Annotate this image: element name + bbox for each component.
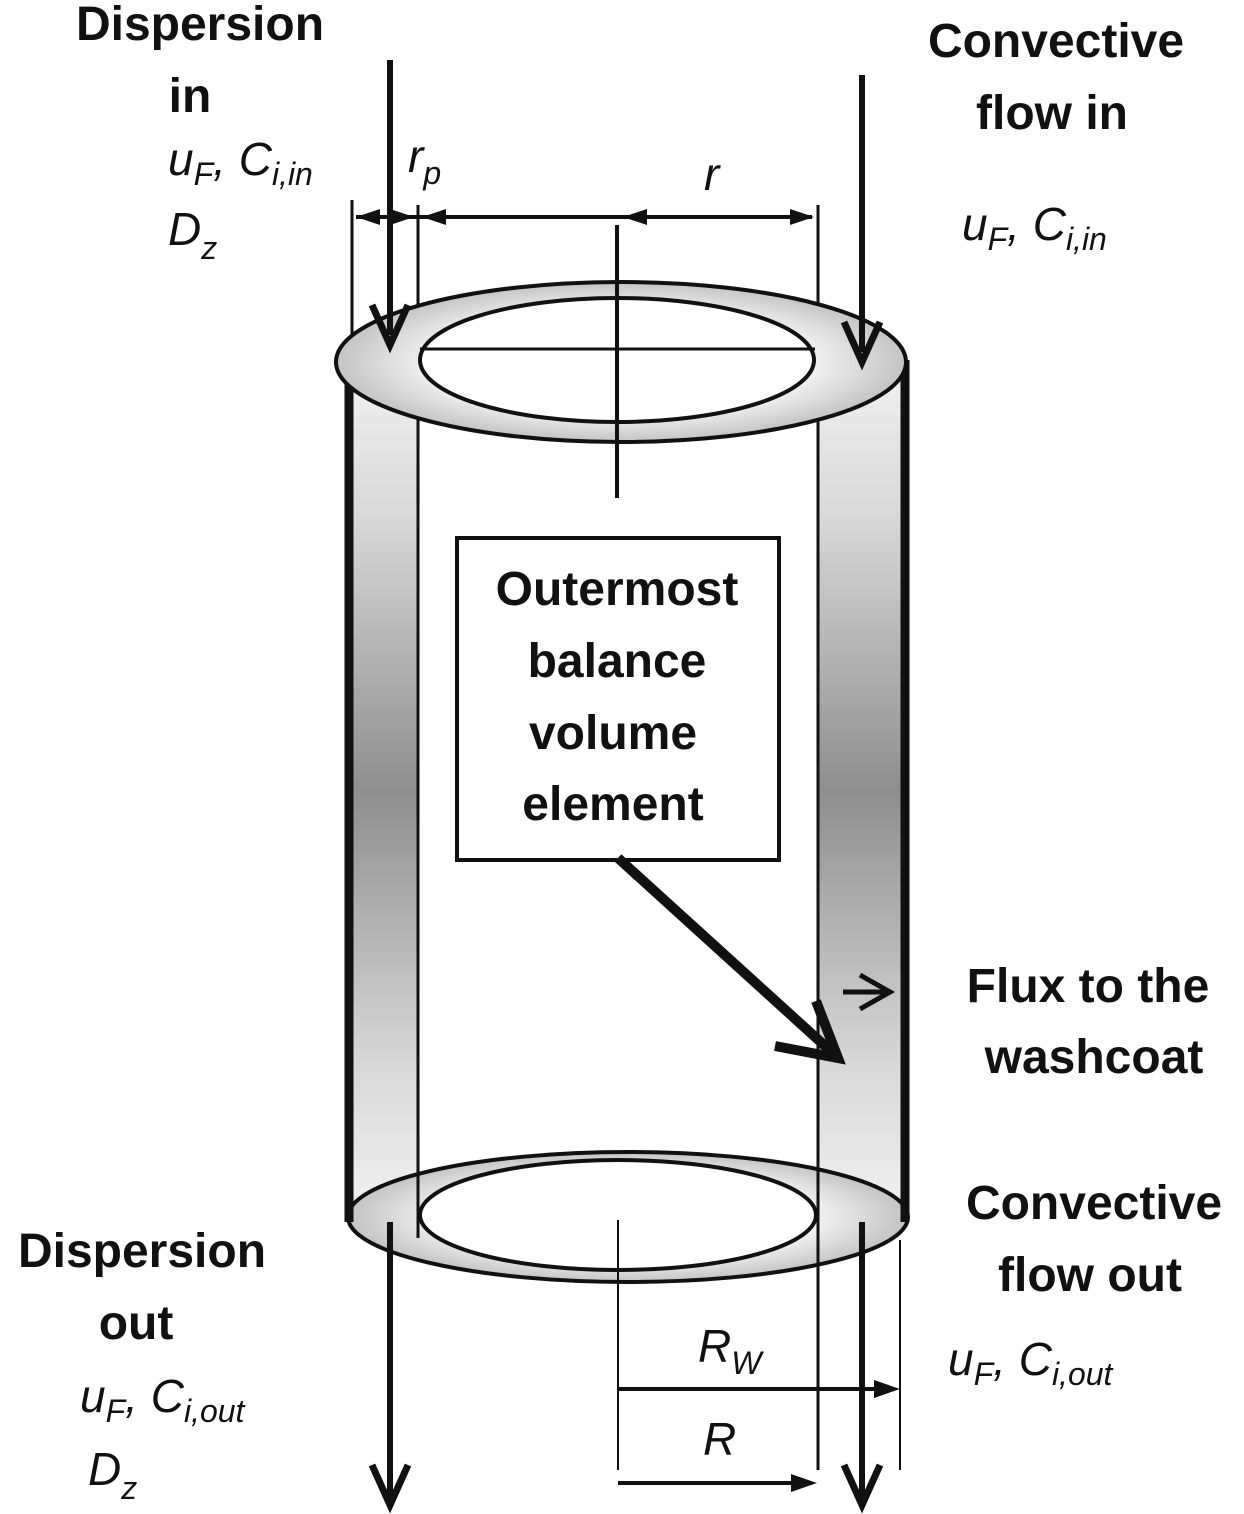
balance-element-box: [455, 536, 781, 862]
dispersion-out-title: Dispersion: [18, 1225, 266, 1278]
rp-label: rp: [408, 130, 441, 191]
top-ellipse: [334, 280, 908, 444]
dispersion-out-dz: Dz: [88, 1443, 137, 1506]
radius-dimension-arrows: [356, 209, 814, 225]
dispersion-out-title-2: out: [99, 1297, 174, 1350]
flux-label-1: Flux to the: [967, 960, 1210, 1013]
convective-in-arrow: [840, 75, 884, 371]
convective-out-vars: uF, Ci,out: [948, 1333, 1114, 1392]
dispersion-in-dz: Dz: [168, 203, 217, 266]
dispersion-in-title-2: in: [169, 70, 212, 123]
box-line-2: balance: [528, 635, 707, 688]
r-cap-label: R: [703, 1413, 736, 1465]
convective-out-arrow: [840, 1222, 884, 1514]
convective-in-vars: uF, Ci,in: [962, 198, 1107, 257]
flux-label-2: washcoat: [984, 1031, 1204, 1084]
bottom-radius-dimensions: [617, 1220, 901, 1492]
box-line-4: element: [522, 778, 703, 831]
dispersion-in-arrow: [368, 60, 412, 354]
convective-in-title-2: flow in: [976, 87, 1128, 140]
box-pointer-arrow: [614, 854, 846, 1065]
box-line-1: Outermost: [496, 563, 739, 616]
right-wall-band: [818, 362, 906, 1220]
convective-in-title: Convective: [928, 15, 1184, 68]
bottom-ellipse: [346, 1150, 910, 1284]
flux-arrow: [843, 972, 896, 1012]
dispersion-out-arrow: [368, 1222, 412, 1514]
convective-out-title: Convective: [966, 1177, 1222, 1230]
dispersion-in-vars: uF, Ci,in: [168, 133, 313, 192]
rw-label: RW: [698, 1320, 764, 1381]
left-wall-band: [348, 362, 418, 1220]
convective-out-title-2: flow out: [998, 1249, 1182, 1302]
dispersion-out-vars: uF, Ci,out: [80, 1370, 246, 1429]
box-line-3: volume: [529, 707, 697, 760]
r-label: r: [704, 148, 721, 200]
dispersion-in-title: Dispersion: [76, 0, 324, 51]
